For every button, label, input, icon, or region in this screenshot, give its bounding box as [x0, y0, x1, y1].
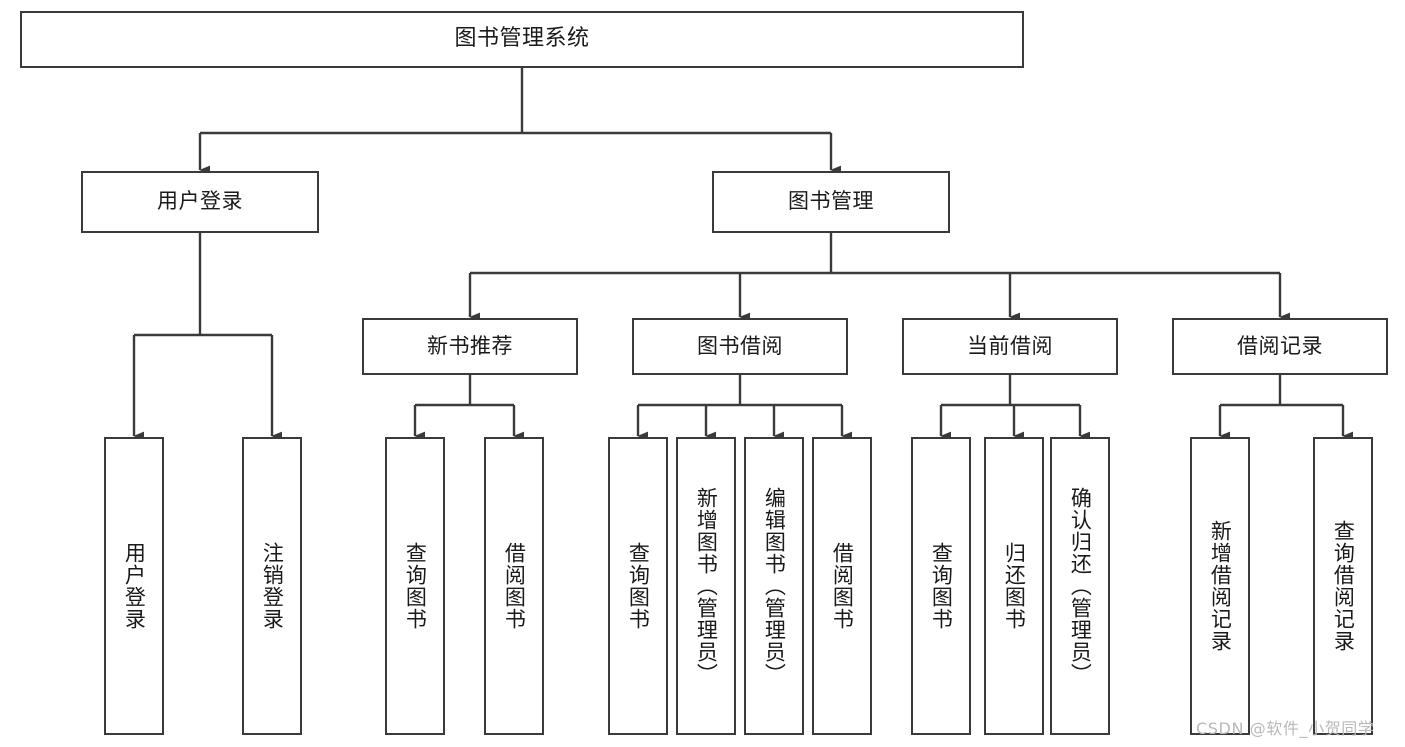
node-label: 新增图书（管理员） — [694, 487, 719, 685]
node-label: 查询图书 — [929, 542, 954, 630]
node-label: 查询借阅记录 — [1331, 520, 1356, 652]
node-user-login[interactable]: 用户登录 — [81, 171, 319, 233]
node-label: 新书推荐 — [427, 333, 513, 358]
node-leaf-user-login[interactable]: 用户登录 — [104, 437, 164, 735]
node-label: 借阅记录 — [1237, 333, 1323, 358]
node-leaf-add-borrow-record[interactable]: 新增借阅记录 — [1190, 437, 1250, 735]
node-label: 查询图书 — [403, 542, 428, 630]
node-leaf-query-book-recommend[interactable]: 查询图书 — [385, 437, 445, 735]
node-root-book-management-system[interactable]: 图书管理系统 — [20, 11, 1024, 68]
node-label: 查询图书 — [626, 542, 651, 630]
node-label: 当前借阅 — [967, 333, 1053, 358]
node-leaf-query-borrow-record[interactable]: 查询借阅记录 — [1313, 437, 1373, 735]
node-book-management[interactable]: 图书管理 — [712, 171, 950, 233]
node-leaf-confirm-return-admin[interactable]: 确认归还（管理员） — [1050, 437, 1110, 735]
node-leaf-borrow-book[interactable]: 借阅图书 — [812, 437, 872, 735]
node-leaf-edit-book-admin[interactable]: 编辑图书（管理员） — [744, 437, 804, 735]
node-leaf-borrow-book-recommend[interactable]: 借阅图书 — [484, 437, 544, 735]
node-borrow-records[interactable]: 借阅记录 — [1172, 318, 1388, 375]
node-new-book-recommendation[interactable]: 新书推荐 — [362, 318, 578, 375]
node-label: 借阅图书 — [830, 542, 855, 630]
node-leaf-return-book[interactable]: 归还图书 — [984, 437, 1044, 735]
node-label: 用户登录 — [122, 542, 147, 630]
node-leaf-add-book-admin[interactable]: 新增图书（管理员） — [676, 437, 736, 735]
node-label: 确认归还（管理员） — [1068, 487, 1093, 685]
node-label: 新增借阅记录 — [1208, 520, 1233, 652]
node-leaf-query-book-current[interactable]: 查询图书 — [911, 437, 971, 735]
node-label: 图书管理系统 — [454, 26, 590, 52]
node-label: 注销登录 — [260, 542, 285, 630]
node-label: 归还图书 — [1002, 542, 1027, 630]
node-leaf-query-book-borrow[interactable]: 查询图书 — [608, 437, 668, 735]
node-label: 图书管理 — [788, 189, 874, 214]
csdn-watermark: CSDN @软件_小贺同学 — [1196, 719, 1375, 738]
node-label: 编辑图书（管理员） — [762, 487, 787, 685]
node-label: 图书借阅 — [697, 333, 783, 358]
node-current-borrowing[interactable]: 当前借阅 — [902, 318, 1118, 375]
node-leaf-user-logout[interactable]: 注销登录 — [242, 437, 302, 735]
node-book-borrowing[interactable]: 图书借阅 — [632, 318, 848, 375]
node-label: 用户登录 — [157, 189, 243, 214]
node-label: 借阅图书 — [502, 542, 527, 630]
